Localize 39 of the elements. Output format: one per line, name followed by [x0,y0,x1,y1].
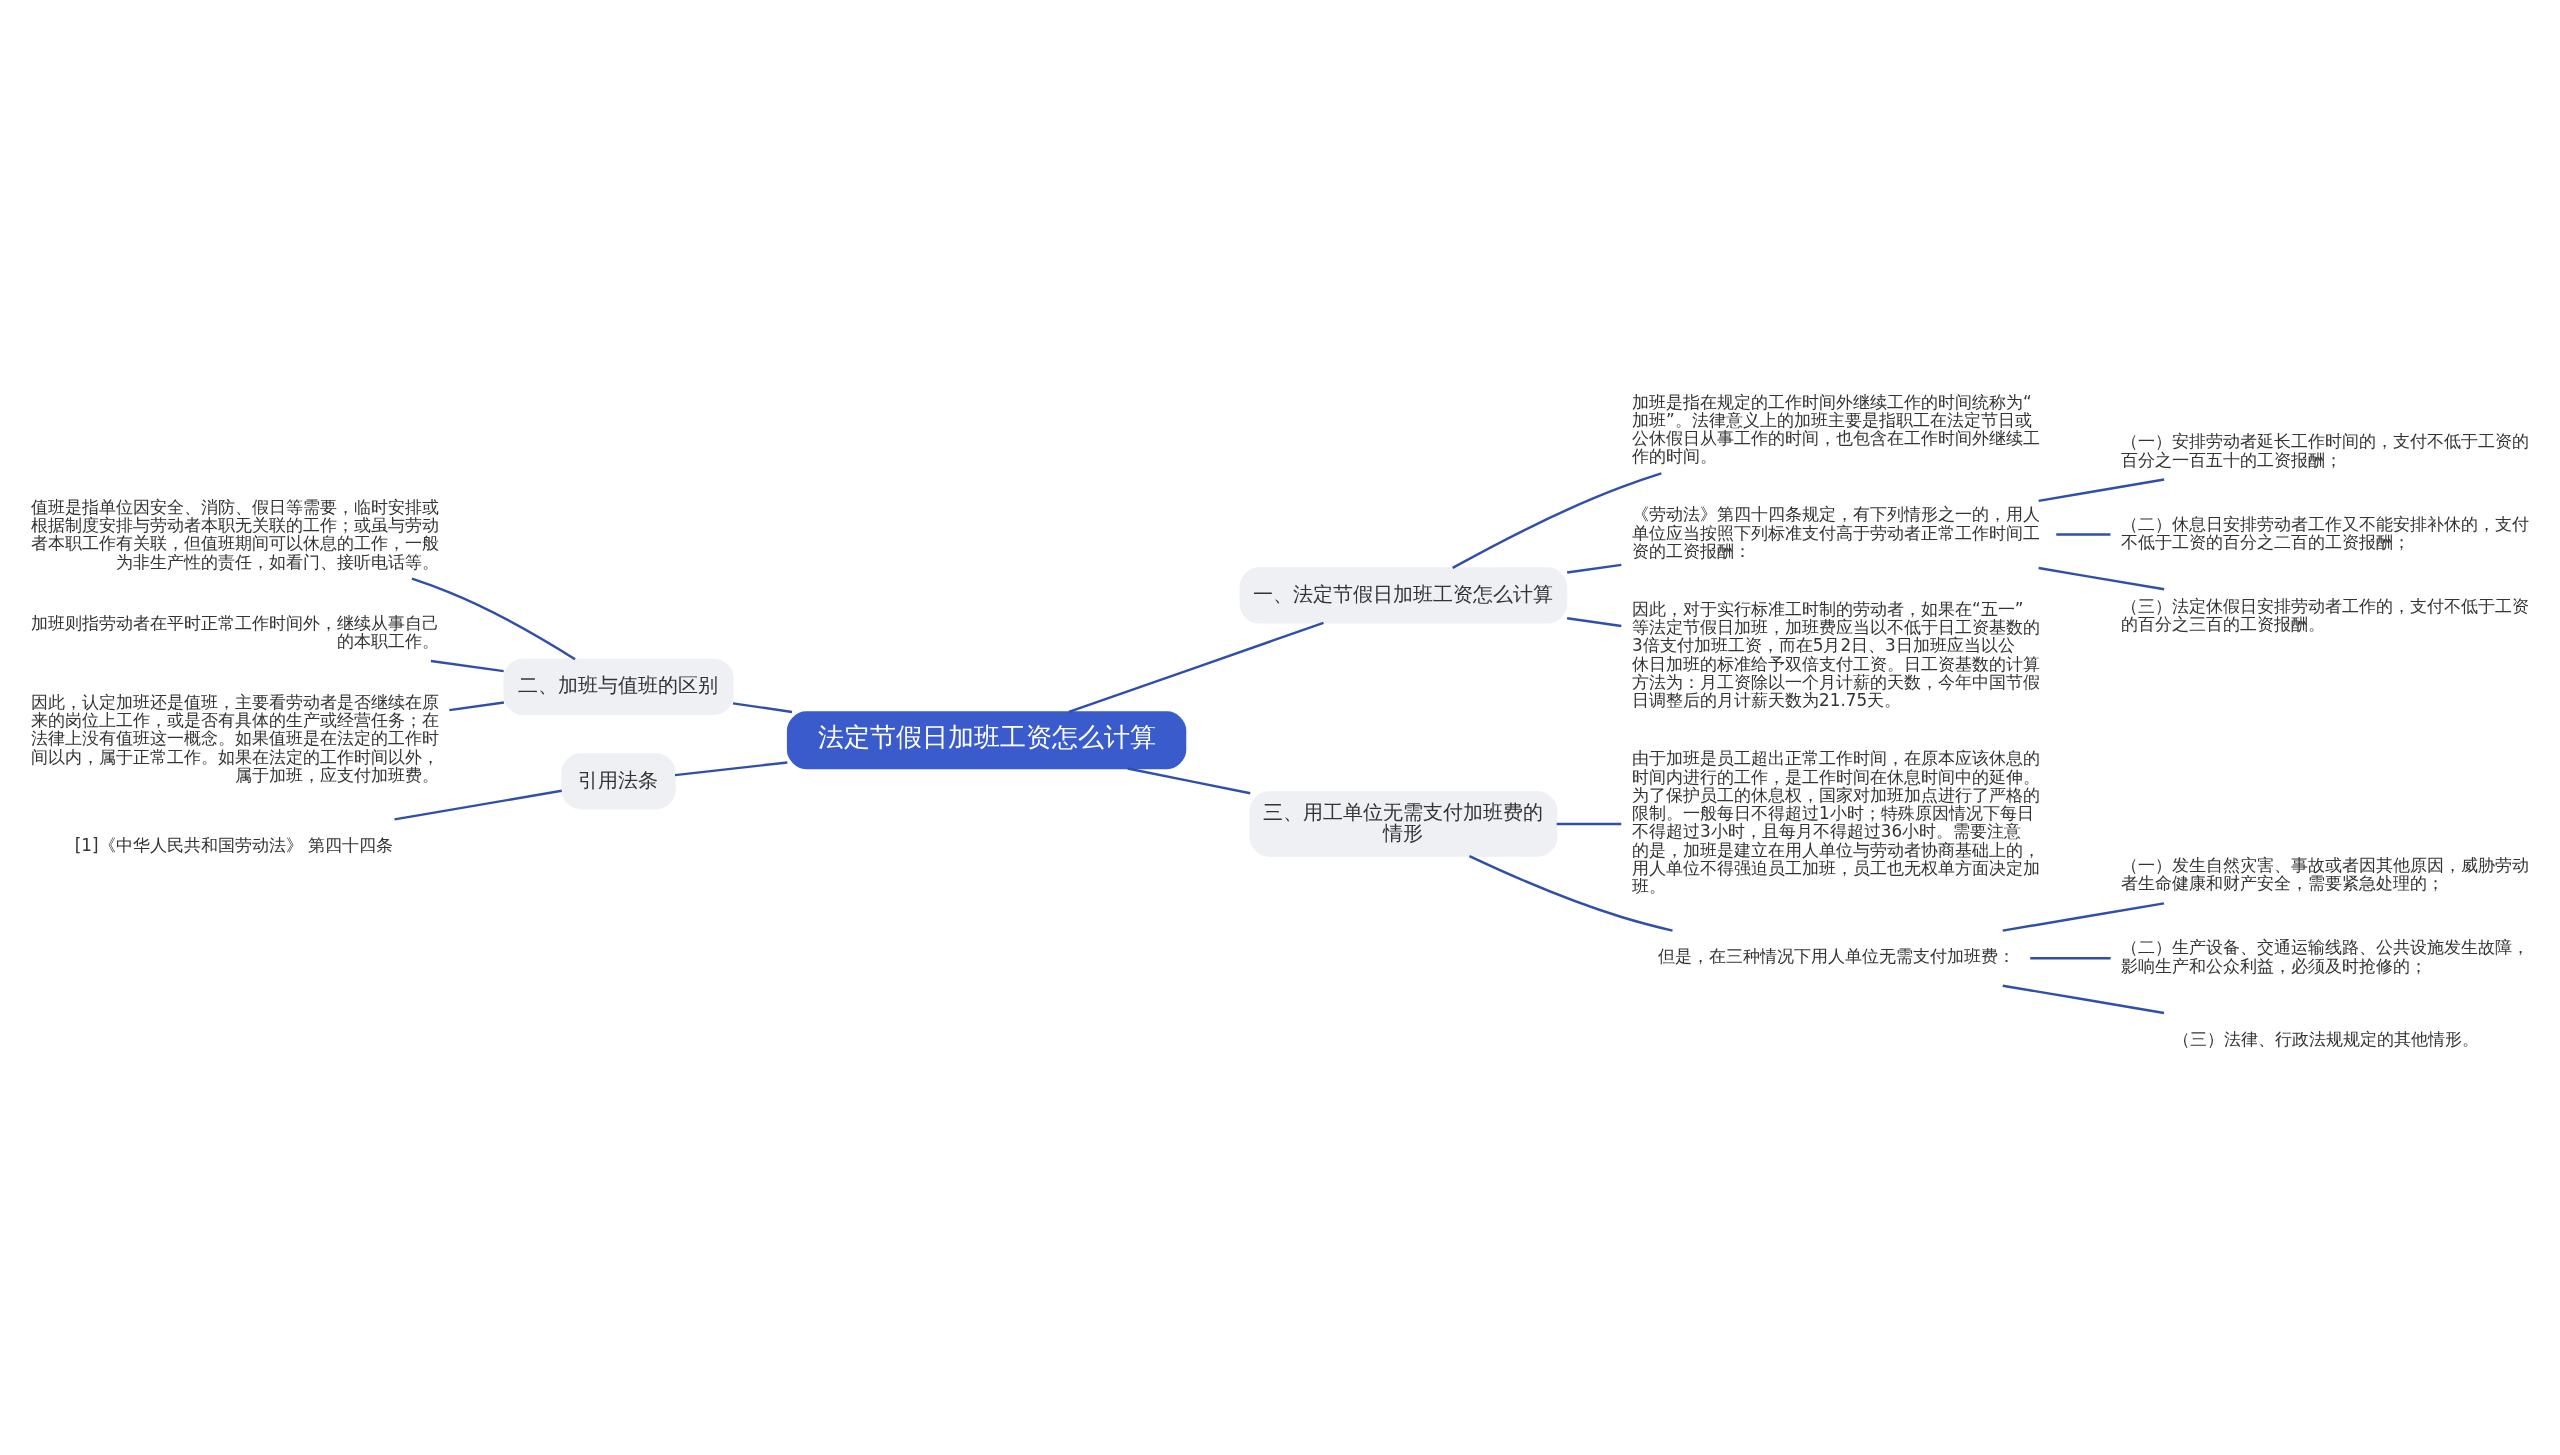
connector [2030,956,2111,959]
node-text: 由于加班是员工超出正常工作时间，在原本应该休息的时间内进行的工作，是工作时间在休息时间中的延伸。为了保护员工的休息权，国家对加班加点进行了严格的限制。一般每日不得超过1小时；特殊原因情况下每日不得超过3小时，且每月不得超过36小时。需要注意的是，加班是建立在用人单位与劳动者协商基础上的，用人单位不得强迫员工加班，员工也无权单方面决定加班。 [1632,747,2041,896]
connector [2038,566,2165,590]
node-box: 法定节假日加班工资怎么计算 [786,710,1187,769]
connector [411,577,576,660]
node-text: （二）生产设备、交通运输线路、公共设施发生故障，影响生产和公众利益，必须及时抢修的； [2121,936,2530,976]
node-box: 二、加班与值班的区别 [503,658,734,715]
connector [1127,766,1251,794]
node-text: 加班则指劳动者在平时正常工作时间外，继续从事自己的本职工作。 [30,612,439,651]
node-box: 引用法条 [561,752,676,810]
connector [1468,854,1673,932]
node-text: （一）发生自然灾害、事故或者因其他原因，威胁劳动者生命健康和财产安全，需要紧急处理的； [2121,854,2530,893]
connector [2056,532,2111,536]
connector [449,700,505,711]
connector [2038,477,2165,502]
node-box: 三、用工单位无需支付加班费的情形 [1249,790,1558,857]
node-text: （一）安排劳动者延长工作时间的，支付不低于工资的百分之一百五十的工资报酬； [2121,430,2530,470]
connector [430,659,504,672]
node-text: 《劳动法》第四十四条规定，有下列情形之一的，用人单位应当按照下列标准支付高于劳动者正常工作时间工资的工资报酬： [1632,503,2041,561]
connector [1566,563,1622,574]
node-text: [1]《中华人民共和国劳动法》 第四十四条 [74,834,393,855]
node-text: （三）法律、行政法规规定的其他情形。 [2173,1028,2480,1049]
node-box: 一、法定节假日加班工资怎么计算 [1239,566,1568,624]
connector [674,760,788,776]
node-text: 加班是指在规定的工作时间外继续工作的时间统称为“加班”。法律意义上的加班主要是指职工在法定节日或公休假日从事工作的时间，也包含在工作时间外继续工作的时间。 [1632,391,2041,466]
node-text: 因此，对于实行标准工时制的劳动者，如果在“五一”等法定节假日加班，加班费应当以不低于日工资基数的3倍支付加班工资，而在5月2日、3日加班应当以公休日加班的标准给予双倍支付工资。日工资基数的计算方法为：月工资除以一个月计薪的天数，今年中国节假日调整后的月计薪天数为21.75天。 [1632,598,2041,710]
connector [732,701,793,713]
connector [1556,822,1622,825]
node-text: （三）法定休假日安排劳动者工作的，支付不低于工资的百分之三百的工资报酬。 [2121,595,2530,634]
node-text: 因此，认定加班还是值班，主要看劳动者是否继续在原来的岗位上工作，或是否有具体的生产或经营任务；在法律上没有值班这一概念。如果值班是在法定的工作时间以内，属于正常工作。如果在法定的工作时间以外，属于加班，应支付加班费。 [30,691,439,785]
node-text: （二）休息日安排劳动者工作又不能安排补休的，支付不低于工资的百分之二百的工资报酬； [2121,513,2530,552]
connector [2002,901,2165,932]
connector [1452,471,1662,569]
connector [1566,616,1622,627]
node-text: 但是，在三种情况下用人单位无需支付加班费： [1658,945,2016,966]
connector [1068,621,1324,713]
connector [2002,984,2165,1014]
connector [394,789,562,821]
node-text: 值班是指单位因安全、消防、假日等需要，临时安排或根据制度安排与劳动者本职无关联的工作；或虽与劳动者本职工作有关联，但值班期间可以休息的工作，一般为非生产性的责任，如看门、接听电话等。 [30,496,439,572]
